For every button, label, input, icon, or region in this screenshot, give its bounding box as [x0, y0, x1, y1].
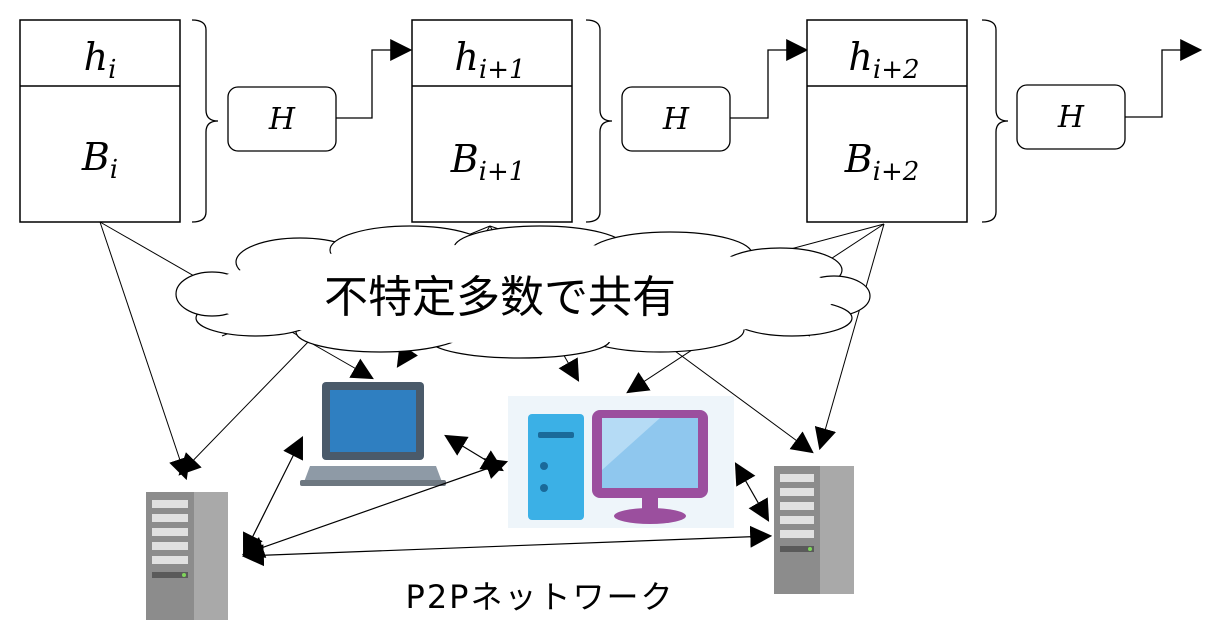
line-cloud-server-left	[178, 339, 311, 476]
block-box	[411, 19, 573, 223]
hash-function-label: H	[1057, 100, 1085, 135]
hash-function-label: H	[268, 102, 296, 137]
body-label: Bi+2	[844, 137, 920, 187]
hash-function-box-2: H	[621, 86, 731, 152]
desktop-pc-icon	[508, 396, 734, 528]
p2p-links	[241, 434, 773, 567]
body-label: Bi+1	[450, 137, 526, 187]
server-left-icon	[146, 492, 228, 620]
arrow-to-block-2	[336, 39, 413, 119]
block-box	[19, 19, 181, 223]
arrow-to-next-block	[1125, 39, 1203, 118]
link-laptop-desktop	[444, 434, 504, 472]
brace-2	[585, 19, 613, 223]
hash-label: hi+2	[848, 35, 919, 85]
cloud-label: 不特定多数で共有	[324, 272, 676, 323]
line-block1-server-left	[99, 221, 191, 481]
block-box	[806, 19, 968, 223]
line-block3-server-right	[814, 223, 885, 451]
hash-label: hi+1	[454, 35, 525, 85]
line-cloud-server-right	[659, 339, 814, 454]
cloud: 不特定多数で共有	[175, 225, 871, 359]
laptop-icon	[300, 382, 446, 486]
brace-3	[981, 19, 1009, 223]
hash-label: hi	[84, 35, 117, 85]
link-server-left-server-right	[241, 525, 773, 567]
link-desktop-server-right	[734, 462, 770, 522]
hash-function-box-3: H	[1016, 84, 1126, 150]
brace-1	[191, 19, 219, 223]
network-label: P2Pネットワーク	[406, 578, 675, 616]
block-i: hi Bi	[19, 19, 181, 223]
body-label: Bi	[81, 135, 118, 185]
hash-function-label: H	[662, 102, 690, 137]
arrow-to-block-3	[730, 39, 809, 119]
block-i-plus-1: hi+1 Bi+1	[411, 19, 573, 223]
block-i-plus-2: hi+2 Bi+2	[806, 19, 968, 223]
server-right-icon	[774, 466, 854, 594]
hash-function-box-1: H	[227, 86, 337, 152]
